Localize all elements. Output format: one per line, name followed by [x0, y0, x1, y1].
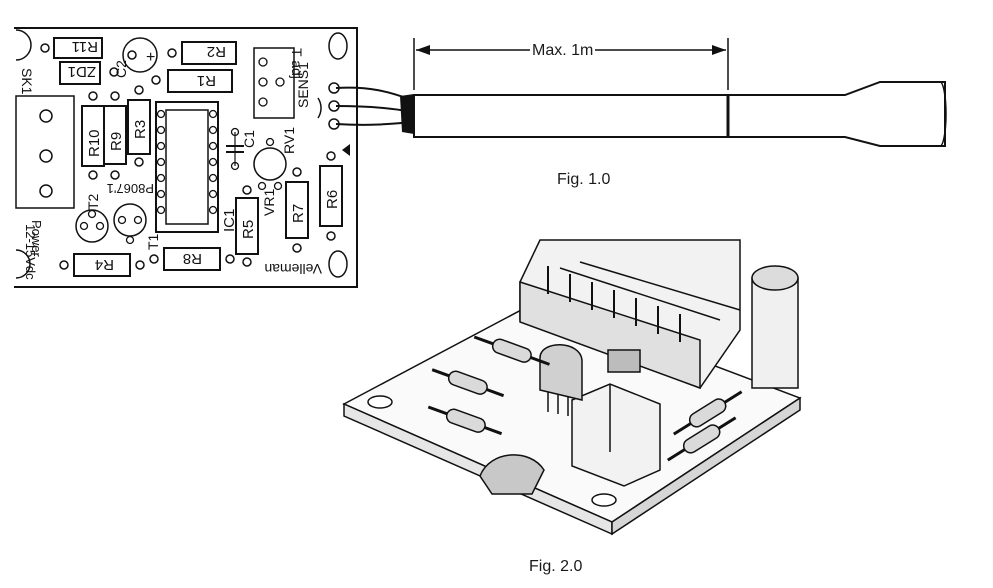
r6-resistor	[319, 165, 343, 227]
c2-plus-mark: +	[146, 49, 155, 66]
r3-label: R3	[132, 120, 149, 139]
ic1-pins	[156, 109, 218, 215]
r6-label: R6	[324, 190, 341, 209]
figure-2-caption: Fig. 2.0	[529, 558, 583, 575]
sensor-cable	[335, 38, 947, 147]
vr1-potentiometer	[253, 147, 287, 181]
figure-1-caption: Fig. 1.0	[557, 171, 611, 188]
sk1-label: SK1	[19, 68, 35, 95]
c2-capacitor	[122, 37, 158, 73]
r8-label: R8	[183, 250, 202, 267]
r9-resistor	[103, 105, 127, 165]
isometric-board	[342, 239, 802, 536]
rv1-label: RV1	[281, 127, 297, 154]
pcb-board: R11 ZD1 + C2 SK1 R2 R1 T adj SENS1	[14, 27, 358, 288]
zd1-label: ZD1	[68, 63, 96, 80]
c2-label: C2	[113, 60, 129, 78]
r4-label: R4	[95, 256, 114, 273]
r5-resistor	[235, 197, 259, 255]
power-label: Power	[29, 220, 44, 258]
r10-label: R10	[86, 129, 103, 157]
r1-resistor	[167, 69, 233, 93]
zd1-diode	[59, 61, 101, 85]
r2-label: R2	[207, 43, 226, 60]
r4-resistor	[73, 253, 131, 277]
tadj-trimmer	[253, 47, 295, 119]
r7-label: R7	[290, 204, 307, 223]
t2-label: T2	[85, 193, 101, 210]
r7-resistor	[285, 181, 309, 239]
r9-label: R9	[108, 132, 125, 151]
r1-label: R1	[197, 72, 216, 89]
board-code-label: P8067'1	[107, 181, 154, 196]
t1-label: T1	[145, 233, 161, 250]
sens1-label: SENS1	[295, 62, 311, 108]
ic1-socket	[155, 101, 219, 233]
voltage-label: 12-15Vdc	[23, 224, 38, 280]
r2-resistor	[181, 41, 237, 65]
r8-resistor	[163, 247, 221, 271]
c1-label: C1	[241, 130, 257, 148]
r3-resistor	[127, 99, 151, 155]
isometric-resistors	[427, 335, 743, 462]
vr1-label: VR1	[261, 189, 277, 216]
brand-label: Velleman	[264, 261, 322, 277]
max-length-label: Max. 1m	[530, 42, 596, 60]
r11-resistor	[53, 37, 103, 59]
sk1-connector	[15, 95, 75, 209]
r5-label: R5	[240, 220, 257, 239]
ic1-label: IC1	[221, 209, 238, 232]
r11-label: R11	[72, 38, 98, 55]
tadj-label: T adj	[289, 48, 305, 79]
